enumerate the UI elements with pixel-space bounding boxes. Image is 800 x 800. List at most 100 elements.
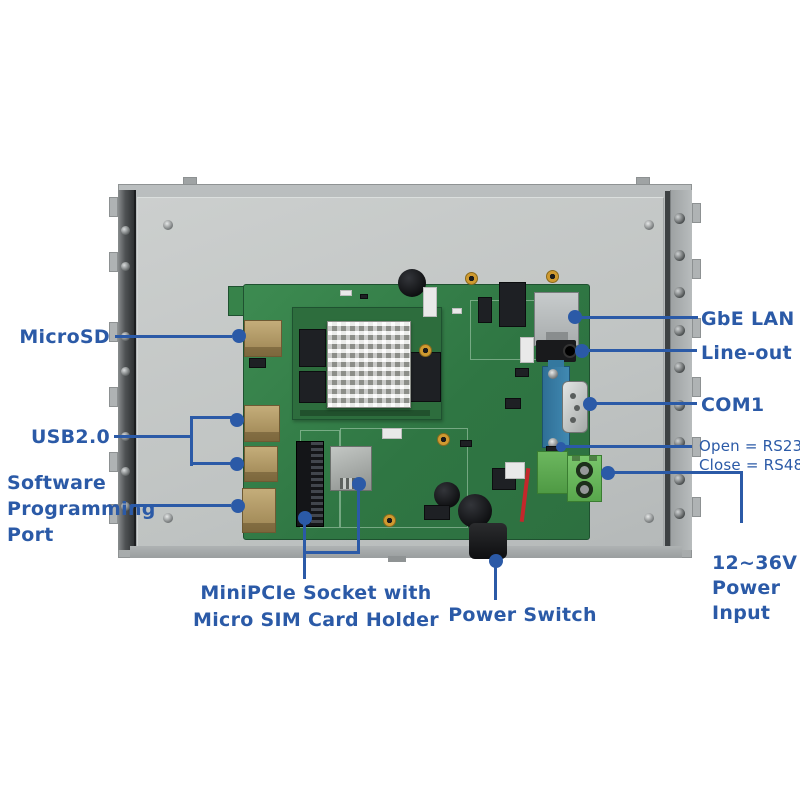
chassis-left-tab	[109, 452, 118, 472]
terminal-screw	[580, 466, 589, 475]
mount-pad	[419, 344, 432, 357]
power-connector	[505, 462, 525, 479]
chassis-left-tab	[109, 387, 118, 407]
chassis-left-tab	[109, 504, 118, 524]
power-input-line1: 12~36V	[712, 552, 798, 574]
leader-dot-software-port	[231, 499, 245, 513]
microsd-latch	[249, 358, 266, 368]
power-terminal-plug	[537, 451, 568, 494]
callout-power-input-label: 12~36V Power Input	[712, 551, 797, 626]
chassis-bottom-rim	[130, 546, 682, 558]
screw	[674, 250, 685, 261]
memory-chip	[410, 352, 441, 402]
software-port-line2: Programming	[7, 498, 156, 520]
leader-branch-usb1	[193, 416, 232, 419]
callout-minipcie-label: MiniPCIe Socket with Micro SIM Card Hold…	[190, 580, 442, 634]
leader-line-com1	[593, 402, 697, 405]
minipcie-line1: MiniPCIe Socket with	[200, 582, 432, 604]
software-port-line1: Software	[7, 472, 107, 494]
chassis-left-tab	[109, 322, 118, 342]
screw	[674, 362, 685, 373]
leader-line-microsd	[115, 335, 232, 338]
leader-bracket-usb	[190, 416, 193, 466]
serial-open-line: Open = RS232	[699, 437, 800, 455]
usb-port-2	[244, 446, 278, 482]
callout-lineout-label: Line-out	[701, 342, 792, 364]
ic-chip	[424, 505, 450, 520]
chassis-bottom-notch	[388, 556, 406, 562]
panel-screw	[163, 220, 173, 230]
capacitor	[340, 290, 352, 296]
leader-dot-lan	[568, 310, 582, 324]
leader-dot-power-input	[601, 466, 615, 480]
chassis-left-tab	[109, 252, 118, 272]
leader-dot-microsd	[232, 329, 246, 343]
chassis-right-tab	[692, 259, 701, 279]
panel-screw	[163, 513, 173, 523]
screw	[121, 226, 130, 235]
wafer-connector	[382, 428, 402, 439]
screw	[121, 502, 130, 511]
mount-pad	[546, 270, 559, 283]
leader-dot-com1	[583, 397, 597, 411]
panel-screw	[644, 513, 654, 523]
screw	[674, 508, 685, 519]
power-input-line3: Input	[712, 602, 771, 624]
ic-chip	[478, 297, 492, 323]
screw	[674, 437, 685, 448]
sim-contacts	[340, 478, 363, 489]
usb-port-1	[244, 405, 280, 442]
callout-lan-label: GbE LAN	[701, 308, 795, 330]
leader-dot-lineout	[575, 344, 589, 358]
leader-dot-usb2	[230, 457, 244, 471]
inductor	[458, 494, 492, 528]
ic-chip	[460, 440, 472, 447]
buzzer	[398, 269, 426, 297]
power-switch-knob	[469, 523, 507, 559]
lan-transformer-chip	[499, 282, 526, 327]
memory-chip	[299, 329, 326, 367]
ic-chip	[505, 398, 521, 409]
microsd-slot	[244, 320, 282, 357]
memory-chip	[299, 371, 326, 403]
serial-close-line: Close = RS485	[699, 456, 800, 474]
leader-dot-usb1	[230, 413, 244, 427]
screw	[121, 467, 130, 476]
chassis-right-tab	[692, 318, 701, 338]
software-port-line3: Port	[7, 524, 54, 546]
com1-flange	[548, 360, 564, 367]
chassis-left-tab	[109, 197, 118, 217]
callout-com1-label: COM1	[701, 394, 765, 416]
callout-microsd-label: MicroSD	[19, 326, 110, 348]
inductor	[434, 482, 460, 508]
dsub-pin	[570, 417, 576, 423]
screw	[674, 213, 685, 224]
wafer-connector	[423, 287, 437, 317]
chassis-right-seam	[665, 191, 670, 548]
leader-line-power-input-v	[740, 471, 743, 523]
leader-line-power-switch	[494, 560, 497, 600]
chassis-right-tab	[692, 377, 701, 397]
leader-bracket-minipcie	[303, 551, 360, 554]
callout-software-port-label: Software Programming Port	[7, 470, 156, 548]
dsub-pin	[574, 405, 580, 411]
chassis-top-tab	[636, 177, 650, 185]
wafer-connector	[520, 337, 534, 363]
callout-usb-label: USB2.0	[30, 426, 110, 448]
callout-power-switch-label: Power Switch	[448, 604, 597, 626]
screw	[674, 400, 685, 411]
heatsink	[327, 321, 411, 408]
callout-serial-mode-label: Open = RS232 Close = RS485	[699, 437, 800, 475]
screw	[674, 474, 685, 485]
leader-line-lineout	[585, 349, 697, 352]
leader-line-serial-mode	[564, 445, 692, 448]
screw	[121, 367, 130, 376]
ic-chip	[360, 294, 368, 299]
dsub-pin	[570, 393, 576, 399]
leader-dot-serial-mode	[556, 442, 566, 452]
leader-branch-usb2	[193, 462, 232, 465]
mount-pad	[437, 433, 450, 446]
screw	[674, 325, 685, 336]
leader-line-minipcie	[303, 517, 306, 579]
chassis-top-tab	[183, 177, 197, 185]
